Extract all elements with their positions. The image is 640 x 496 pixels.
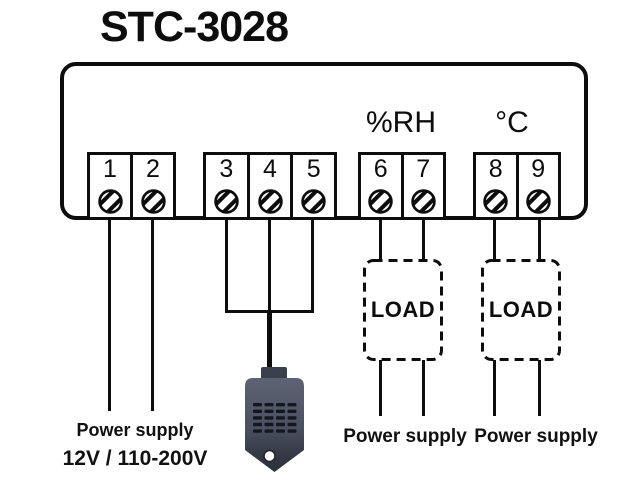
screw-icon (140, 188, 167, 215)
terminal-group-humidity-output: 6 7 (358, 152, 446, 220)
terminal-number: 3 (219, 155, 234, 183)
wire-terminal-6 (379, 218, 382, 261)
dashed-border (363, 259, 443, 361)
sensor-connector-nub (261, 367, 287, 380)
terminal-5: 5 (290, 155, 335, 217)
wire-terminal-7 (422, 218, 425, 261)
sensor-body (245, 378, 304, 472)
terminal-number: 6 (373, 155, 388, 183)
terminal-group-sensor-input: 3 4 5 (203, 152, 337, 220)
temperature-unit-label: °C (495, 106, 529, 139)
terminal-group-temperature-output: 8 9 (473, 152, 561, 220)
terminal-group-power-input: 1 2 (87, 152, 176, 220)
wire-terminal-3 (225, 218, 228, 313)
wire-terminal-1 (108, 218, 111, 411)
wire-load-humidity-left (379, 360, 382, 416)
screw-icon (410, 188, 437, 215)
power-supply-humidity-label: Power supply (343, 426, 467, 447)
wire-terminal-9 (538, 218, 541, 261)
screw-icon (482, 188, 509, 215)
terminal-number: 4 (263, 155, 277, 183)
terminal-3: 3 (206, 155, 247, 217)
sensor-vents (253, 403, 297, 433)
humidity-sensor-probe (245, 367, 304, 472)
terminal-9: 9 (515, 155, 558, 217)
terminal-number: 2 (146, 155, 160, 183)
dashed-border (481, 259, 561, 361)
terminal-6: 6 (361, 155, 401, 217)
sensor-cable (267, 310, 272, 370)
screw-icon (213, 188, 240, 215)
terminal-1: 1 (90, 155, 130, 217)
load-box-humidity: LOAD (363, 259, 443, 361)
load-label: LOAD (488, 297, 554, 322)
wire-terminal-2 (151, 218, 154, 411)
page-title: STC-3028 (100, 3, 289, 51)
wire-terminal-5 (311, 218, 314, 313)
load-box-temperature: LOAD (481, 259, 561, 361)
terminal-number: 1 (103, 155, 117, 183)
wire-load-temperature-right (538, 360, 541, 416)
terminal-7: 7 (400, 155, 443, 217)
wire-terminal-4 (268, 218, 271, 312)
power-supply-temperature-label: Power supply (474, 426, 598, 447)
terminal-2: 2 (130, 155, 173, 217)
wire-terminal-8 (493, 218, 496, 261)
sensor-mounting-hole (263, 449, 276, 463)
wire-load-temperature-left (493, 360, 496, 416)
terminal-number: 7 (416, 155, 431, 183)
terminal-number: 9 (531, 155, 546, 183)
terminal-number: 8 (488, 155, 503, 183)
load-label: LOAD (370, 297, 436, 322)
power-supply-main-label: Power supply (76, 420, 194, 440)
power-supply-voltage-label: 12V / 110-200V (62, 447, 208, 470)
screw-icon (525, 188, 552, 215)
screw-icon (300, 188, 327, 215)
terminal-4: 4 (246, 155, 291, 217)
screw-icon (367, 188, 394, 215)
screw-icon (97, 188, 124, 215)
terminal-number: 5 (306, 155, 321, 183)
wire-load-humidity-right (422, 360, 425, 416)
humidity-unit-label: %RH (365, 106, 437, 139)
screw-icon (257, 188, 284, 215)
terminal-8: 8 (476, 155, 516, 217)
